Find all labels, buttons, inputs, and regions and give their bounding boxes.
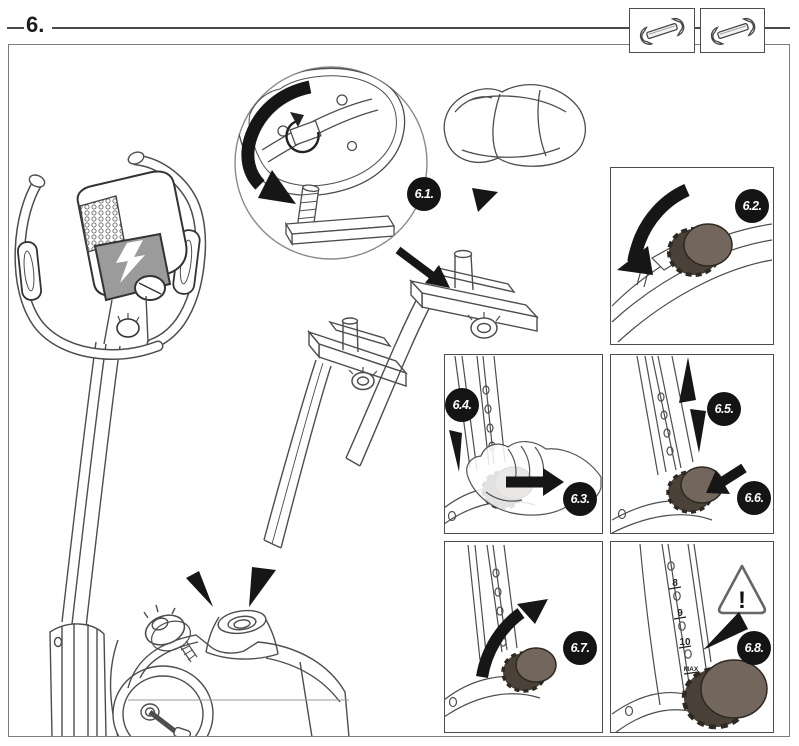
- required-tool-box-2: [700, 8, 765, 53]
- step-badge-6-8: 6.8.: [737, 631, 771, 665]
- step-badge-6-1: 6.1.: [407, 177, 441, 211]
- step-number: 6.: [26, 12, 45, 37]
- step-badge-6-5: 6.5.: [707, 392, 741, 426]
- step-badge-6-3: 6.3.: [563, 482, 597, 516]
- required-tool-box-1: [629, 8, 695, 53]
- step-badge-6-7: 6.7.: [563, 631, 597, 665]
- step-badge-6-6: 6.6.: [737, 481, 771, 515]
- header-rule-left: [7, 27, 24, 29]
- step-badge-6-2: 6.2.: [735, 189, 769, 223]
- step-badge-6-4: 6.4.: [445, 388, 479, 422]
- wrench-icon: [639, 17, 685, 45]
- wrench-icon: [710, 17, 755, 45]
- header-rule: [52, 27, 790, 29]
